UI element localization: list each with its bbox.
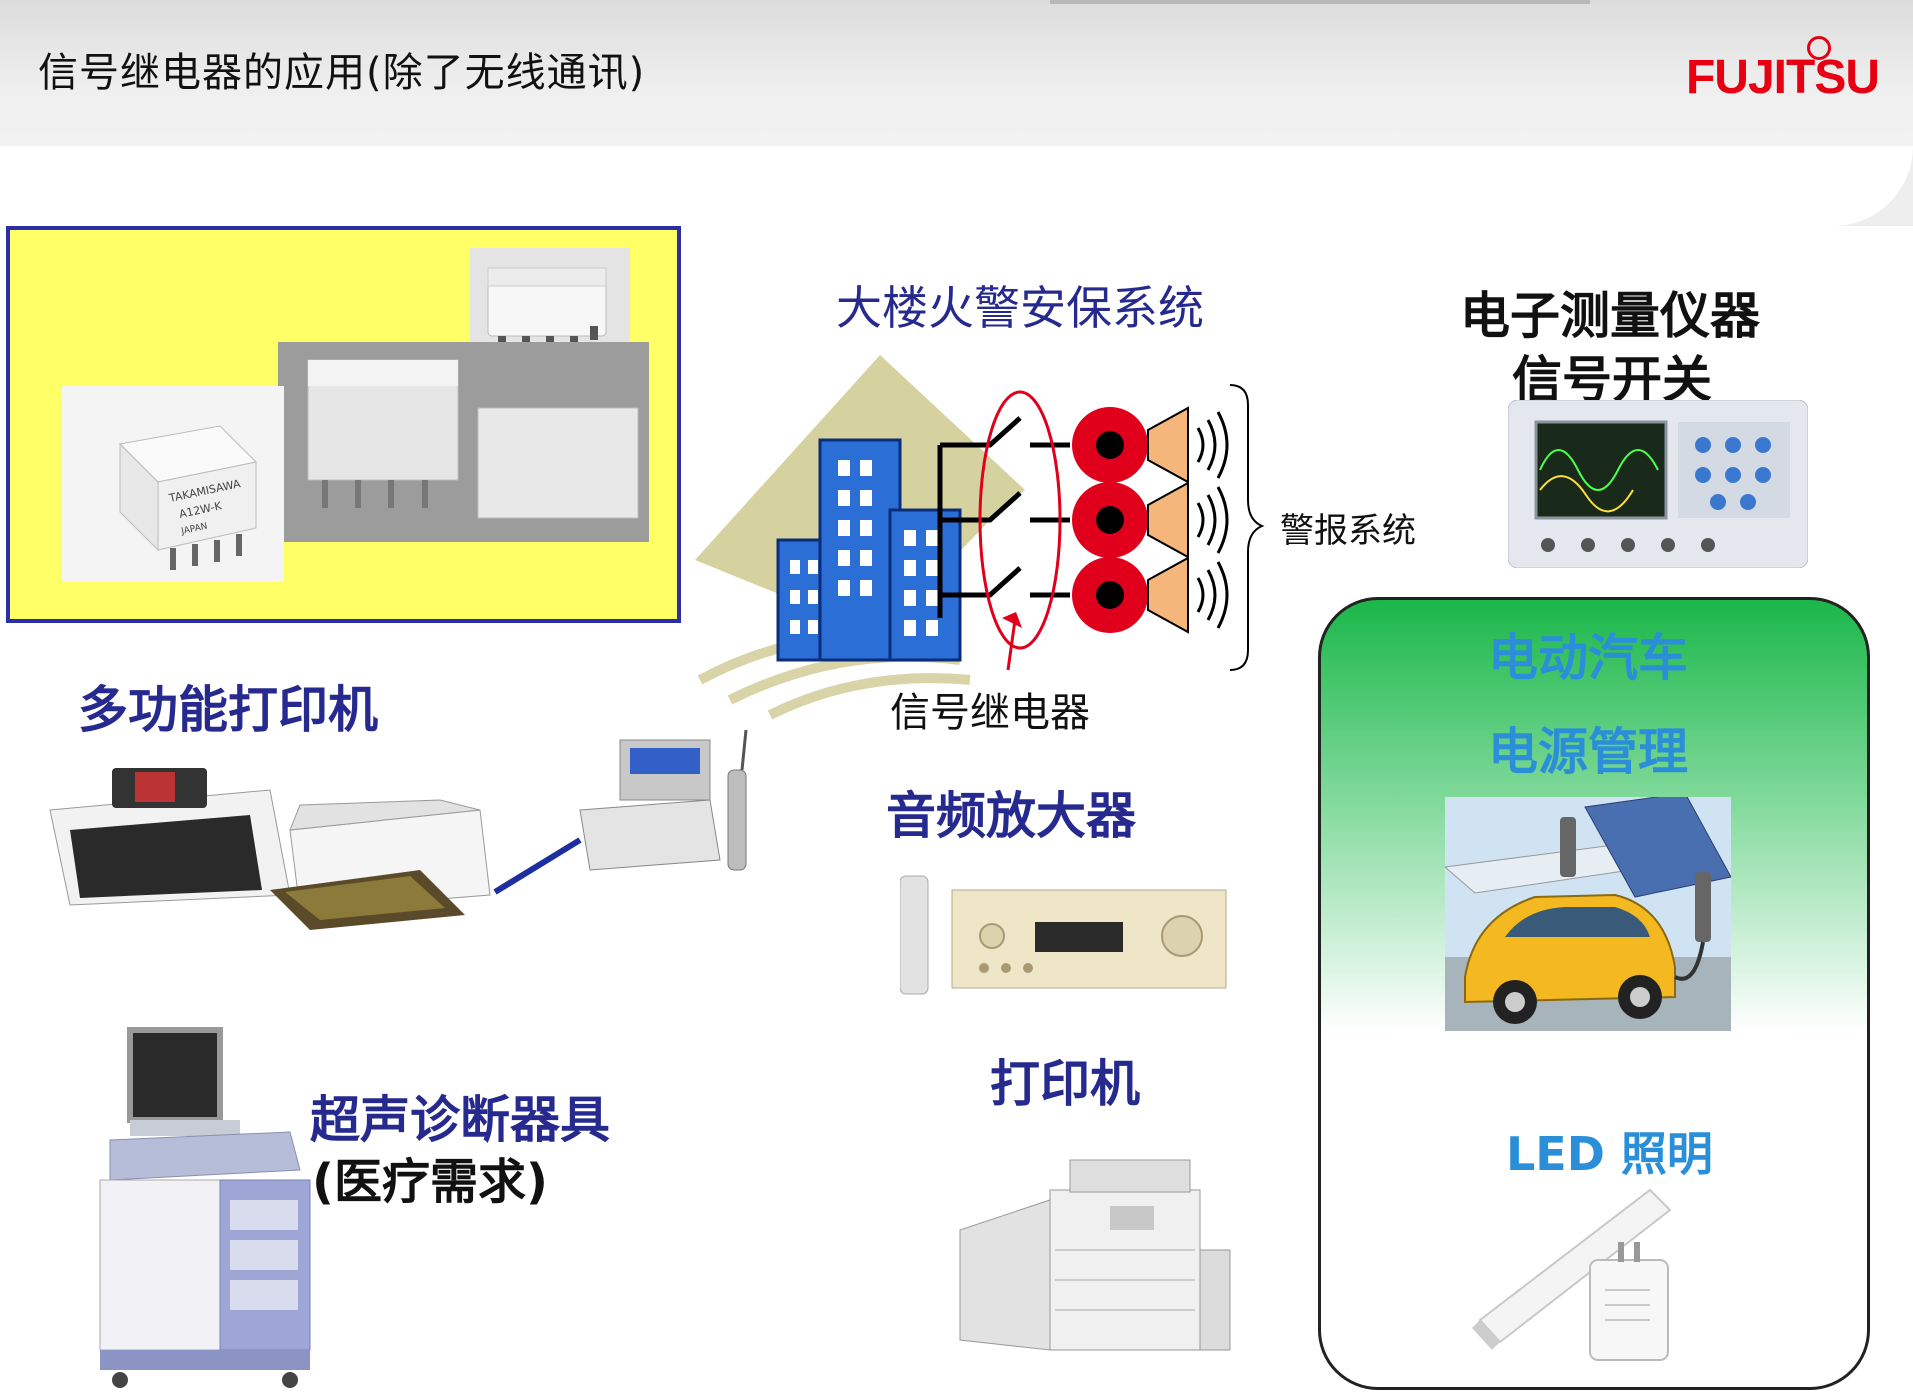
ev-title: 电动汽车 bbox=[1488, 629, 1688, 687]
oscilloscope-photo bbox=[1508, 400, 1808, 568]
fire-alarm-diagram bbox=[695, 355, 1265, 720]
relay-photos: TAKAMISAWA A12W-K JAPAN bbox=[62, 248, 649, 582]
office-printer-photo bbox=[959, 1159, 1231, 1351]
slide-title: 信号继电器的应用(除了无线通讯) bbox=[38, 50, 646, 96]
signal-switch-title: 信号开关 bbox=[1512, 351, 1712, 409]
multifunction-printer-photo bbox=[49, 729, 748, 930]
building-icon bbox=[776, 438, 962, 662]
ultrasound-photo bbox=[99, 1027, 311, 1388]
audio-amplifier-photo bbox=[900, 875, 1227, 995]
header-curve bbox=[1833, 146, 1913, 226]
ev-charging-photo bbox=[1445, 797, 1731, 1031]
ultrasound-title: 超声诊断器具 bbox=[310, 1091, 610, 1149]
fire-alarm-title: 大楼火警安保系统 bbox=[836, 281, 1204, 335]
power-management-title: 电源管理 bbox=[1488, 723, 1688, 781]
relay-highlight-ellipse bbox=[978, 390, 1062, 650]
slide-header bbox=[0, 0, 1913, 146]
alarm-system-label: 警报系统 bbox=[1280, 511, 1416, 551]
signal-relay-label: 信号继电器 bbox=[890, 690, 1090, 736]
audio-amplifier-title: 音频放大器 bbox=[886, 787, 1136, 845]
measuring-instrument-title: 电子测量仪器 bbox=[1460, 287, 1760, 345]
siren-icons bbox=[1072, 406, 1229, 634]
logo-dot-icon bbox=[1807, 36, 1831, 60]
fujitsu-logo: FUJITSU bbox=[1685, 51, 1880, 104]
led-lighting-title: LED 照明 bbox=[1506, 1127, 1713, 1181]
printer-title: 打印机 bbox=[990, 1055, 1140, 1113]
multifunction-printer-title: 多功能打印机 bbox=[78, 681, 378, 739]
header-tab-line bbox=[1050, 0, 1590, 4]
led-tube-photo bbox=[1472, 1188, 1672, 1361]
brace-icon bbox=[1229, 384, 1265, 671]
medical-demand-label: (医疗需求) bbox=[312, 1154, 548, 1210]
relay-photo-panel: TAKAMISAWA A12W-K JAPAN bbox=[6, 226, 681, 623]
